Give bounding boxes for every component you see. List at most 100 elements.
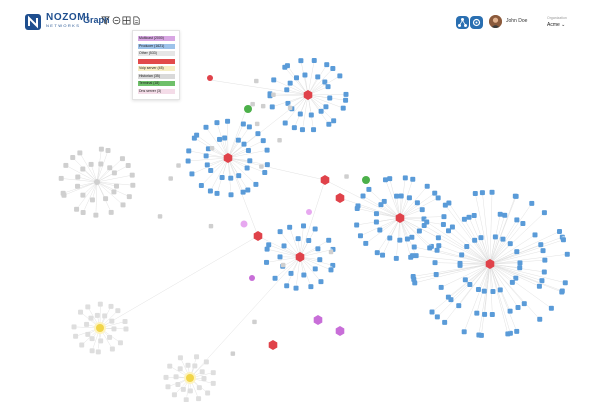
- device-node[interactable]: [240, 119, 246, 127]
- device-node[interactable]: [397, 235, 403, 243]
- device-node[interactable]: [490, 287, 496, 294]
- device-node[interactable]: [482, 310, 488, 317]
- device-node[interactable]: [109, 344, 115, 352]
- hub-node[interactable]: [186, 374, 194, 382]
- hub-node[interactable]: [96, 324, 104, 332]
- device-node[interactable]: [456, 301, 462, 309]
- device-node[interactable]: [481, 286, 487, 294]
- device-node[interactable]: [63, 161, 69, 168]
- device-node[interactable]: [185, 156, 191, 164]
- device-node[interactable]: [88, 160, 94, 167]
- device-node[interactable]: [467, 280, 473, 287]
- hub-node[interactable]: [295, 252, 305, 262]
- device-node[interactable]: [515, 303, 521, 311]
- device-node[interactable]: [299, 125, 305, 133]
- hub-node[interactable]: [207, 75, 213, 81]
- device-node[interactable]: [429, 307, 435, 315]
- multicast-node[interactable]: [249, 275, 255, 281]
- device-node[interactable]: [228, 173, 234, 181]
- device-node[interactable]: [103, 194, 109, 202]
- device-node[interactable]: [541, 208, 547, 216]
- device-node[interactable]: [241, 140, 247, 147]
- device-node[interactable]: [414, 198, 420, 206]
- device-node[interactable]: [277, 252, 283, 260]
- device-node[interactable]: [203, 123, 209, 130]
- device-node[interactable]: [382, 175, 388, 183]
- device-node[interactable]: [75, 172, 81, 180]
- device-node[interactable]: [374, 248, 380, 256]
- device-node[interactable]: [207, 186, 213, 194]
- device-node[interactable]: [475, 285, 481, 292]
- device-node[interactable]: [424, 217, 430, 225]
- device-node[interactable]: [293, 283, 299, 291]
- hub-node[interactable]: [94, 179, 100, 185]
- device-node[interactable]: [294, 73, 300, 81]
- device-node[interactable]: [111, 324, 117, 332]
- device-node[interactable]: [205, 388, 211, 396]
- legend-item[interactable]: Producer (1621): [138, 43, 175, 49]
- device-node[interactable]: [312, 264, 318, 272]
- device-node[interactable]: [509, 278, 515, 285]
- device-node[interactable]: [208, 166, 214, 174]
- device-node[interactable]: [89, 334, 95, 342]
- device-node[interactable]: [540, 246, 546, 254]
- device-node[interactable]: [474, 309, 480, 316]
- device-node[interactable]: [432, 189, 438, 196]
- device-node[interactable]: [354, 220, 360, 228]
- device-node[interactable]: [98, 145, 104, 152]
- device-node[interactable]: [175, 380, 181, 387]
- device-node[interactable]: [502, 211, 508, 218]
- device-node[interactable]: [297, 109, 303, 117]
- device-node[interactable]: [264, 146, 270, 153]
- device-node[interactable]: [387, 174, 393, 182]
- device-node[interactable]: [562, 278, 568, 286]
- device-node[interactable]: [311, 56, 317, 64]
- device-node[interactable]: [312, 224, 318, 232]
- device-node[interactable]: [302, 70, 308, 78]
- device-node[interactable]: [119, 154, 125, 162]
- legend-item[interactable]: Voip server (45): [138, 66, 175, 71]
- device-node[interactable]: [308, 110, 314, 118]
- device-node[interactable]: [244, 163, 250, 171]
- device-node[interactable]: [363, 239, 369, 246]
- device-node[interactable]: [209, 144, 215, 151]
- device-node[interactable]: [120, 200, 126, 208]
- device-node[interactable]: [252, 318, 257, 325]
- device-node[interactable]: [479, 188, 485, 196]
- device-node[interactable]: [287, 223, 293, 230]
- device-node[interactable]: [183, 395, 189, 402]
- device-node[interactable]: [360, 191, 366, 199]
- device-node[interactable]: [492, 232, 498, 240]
- device-node[interactable]: [419, 205, 425, 213]
- device-node[interactable]: [171, 390, 177, 398]
- device-node[interactable]: [115, 306, 121, 314]
- device-node[interactable]: [411, 242, 417, 250]
- device-node[interactable]: [497, 285, 503, 293]
- device-node[interactable]: [247, 156, 253, 164]
- device-node[interactable]: [318, 277, 324, 285]
- device-node[interactable]: [80, 190, 86, 198]
- device-node[interactable]: [198, 181, 204, 188]
- device-node[interactable]: [331, 116, 337, 124]
- device-node[interactable]: [427, 243, 433, 251]
- terminal-node[interactable]: [244, 105, 252, 113]
- device-node[interactable]: [466, 213, 472, 220]
- device-node[interactable]: [236, 171, 242, 179]
- device-node[interactable]: [78, 308, 84, 315]
- device-node[interactable]: [98, 159, 104, 167]
- device-node[interactable]: [282, 118, 288, 126]
- device-node[interactable]: [322, 77, 328, 85]
- device-node[interactable]: [210, 368, 216, 376]
- device-node[interactable]: [564, 250, 570, 257]
- device-node[interactable]: [284, 281, 290, 289]
- device-node[interactable]: [107, 333, 113, 340]
- document-icon[interactable]: [132, 16, 141, 25]
- device-node[interactable]: [75, 182, 81, 189]
- device-node[interactable]: [357, 231, 363, 239]
- device-node[interactable]: [157, 212, 163, 219]
- device-node[interactable]: [424, 182, 430, 189]
- device-node[interactable]: [165, 382, 171, 390]
- device-node[interactable]: [514, 327, 520, 334]
- device-node[interactable]: [210, 379, 216, 386]
- device-node[interactable]: [380, 251, 386, 258]
